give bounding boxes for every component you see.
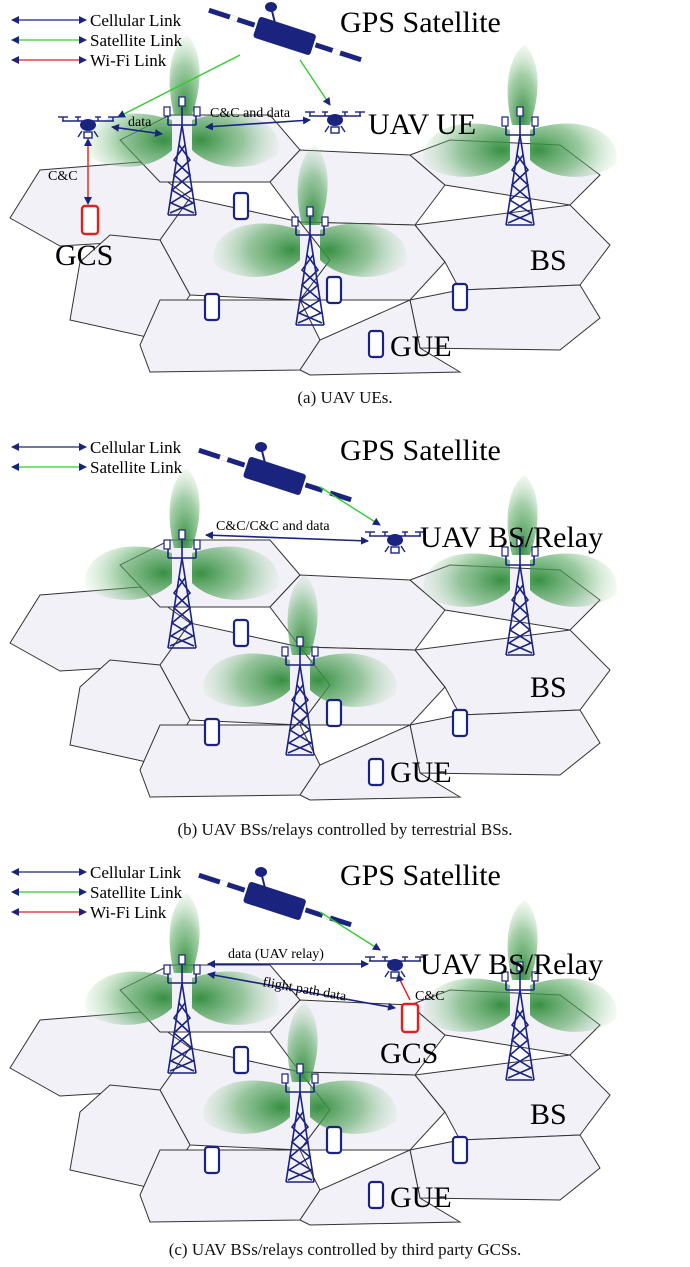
gcs-label: GCS — [55, 239, 113, 272]
gue-phone-1 — [232, 1045, 250, 1075]
gcs-label: GCS — [380, 1037, 438, 1070]
link-label-cc: C&C — [415, 989, 445, 1004]
legend-satellite: Satellite Link — [90, 31, 183, 50]
gue-label: GUE — [390, 330, 452, 363]
gps-satellite-label: GPS Satellite — [340, 434, 501, 467]
gue-phone-4 — [203, 1145, 221, 1175]
uav-bs-relay-drone-icon — [364, 531, 426, 554]
cellular-link-bs-uav-ue — [205, 116, 311, 131]
satellite-link-uav — [319, 911, 381, 951]
uav-ue-drone-icon — [304, 111, 366, 134]
legend-satellite: Satellite Link — [90, 883, 183, 902]
gue-phone-2 — [325, 698, 343, 728]
gue-phone-2 — [325, 275, 343, 305]
bs-label: BS — [530, 244, 567, 277]
caption-c: (c) UAV BSs/relays controlled by third p… — [168, 1240, 522, 1259]
gue-phone-5 — [367, 329, 385, 359]
uav-ue-label: UAV UE — [368, 108, 476, 141]
gue-label: GUE — [390, 756, 452, 789]
uav-bs-relay-label: UAV BS/Relay — [420, 521, 603, 554]
gps-satellite-icon — [195, 441, 354, 511]
gcs-device-icon — [80, 204, 100, 236]
gue-phone-3 — [451, 282, 469, 312]
legend-satellite: Satellite Link — [90, 458, 183, 477]
panel-b-diagram: Cellular Link Satellite Link GPS Satelli… — [9, 434, 618, 801]
gue-phone-3 — [451, 1135, 469, 1165]
bs-tower-2 — [422, 899, 618, 1081]
gps-satellite-icon — [195, 866, 354, 936]
satellite-link-uav-ue — [299, 59, 331, 106]
legend-cellular: Cellular Link — [90, 438, 182, 457]
gue-phone-4 — [203, 717, 221, 747]
panel-a-diagram: Cellular Link Satellite Link Wi-Fi Link … — [9, 0, 618, 376]
gcs-device-icon — [400, 1002, 420, 1034]
gue-phone-1 — [232, 191, 250, 221]
legend-wifi: Wi-Fi Link — [90, 903, 167, 922]
gps-satellite-label: GPS Satellite — [340, 6, 501, 39]
panel-c: Cellular Link Satellite Link Wi-Fi Link … — [0, 850, 690, 1267]
wifi-link-arrowhead — [396, 974, 404, 982]
legend-wifi: Wi-Fi Link — [90, 51, 167, 70]
satellite-link-uav1 — [117, 54, 241, 118]
gps-satellite-label: GPS Satellite — [340, 859, 501, 892]
uav-bs-relay-drone-icon — [364, 956, 426, 979]
link-label-data: data — [128, 115, 152, 130]
link-label-cc-and-data: C&C and data — [210, 106, 291, 121]
caption-a: (a) UAV UEs. — [297, 388, 393, 407]
cellular-link-bs-gcs — [207, 971, 396, 1011]
panel-b: Cellular Link Satellite Link GPS Satelli… — [0, 425, 690, 845]
gue-phone-1 — [232, 618, 250, 648]
satellite-link-uav — [319, 486, 381, 526]
gue-label: GUE — [390, 1181, 452, 1214]
wifi-link-uav-gcs — [399, 979, 411, 1001]
gue-phone-3 — [451, 708, 469, 738]
bs-tower-2 — [422, 474, 618, 656]
legend: Cellular Link Satellite Link Wi-Fi Link — [11, 11, 183, 70]
link-label-cc-or-cc-and-data: C&C/C&C and data — [216, 519, 330, 534]
gue-phone-2 — [325, 1125, 343, 1155]
legend-cellular: Cellular Link — [90, 11, 182, 30]
wifi-link-arrowhead-down — [84, 197, 92, 205]
legend-cellular: Cellular Link — [90, 863, 182, 882]
caption-b: (b) UAV BSs/relays controlled by terrest… — [177, 820, 513, 839]
link-label-data-uav-relay: data (UAV relay) — [228, 947, 324, 962]
gue-phone-5 — [367, 757, 385, 787]
bs-label: BS — [530, 1098, 567, 1131]
gue-phone-4 — [203, 292, 221, 322]
link-label-cc: C&C — [48, 169, 78, 184]
panel-a: Cellular Link Satellite Link Wi-Fi Link … — [0, 0, 690, 410]
bs-label: BS — [530, 671, 567, 704]
cellular-link-bs-uav — [205, 531, 369, 545]
legend: Cellular Link Satellite Link — [11, 438, 183, 477]
gue-phone-5 — [367, 1180, 385, 1210]
panel-c-diagram: Cellular Link Satellite Link Wi-Fi Link … — [9, 859, 618, 1226]
wifi-link-arrowhead-up — [84, 138, 92, 146]
cellular-link-uav1-bs — [111, 124, 163, 137]
legend: Cellular Link Satellite Link Wi-Fi Link — [11, 863, 183, 922]
uav-bs-relay-label: UAV BS/Relay — [420, 948, 603, 981]
